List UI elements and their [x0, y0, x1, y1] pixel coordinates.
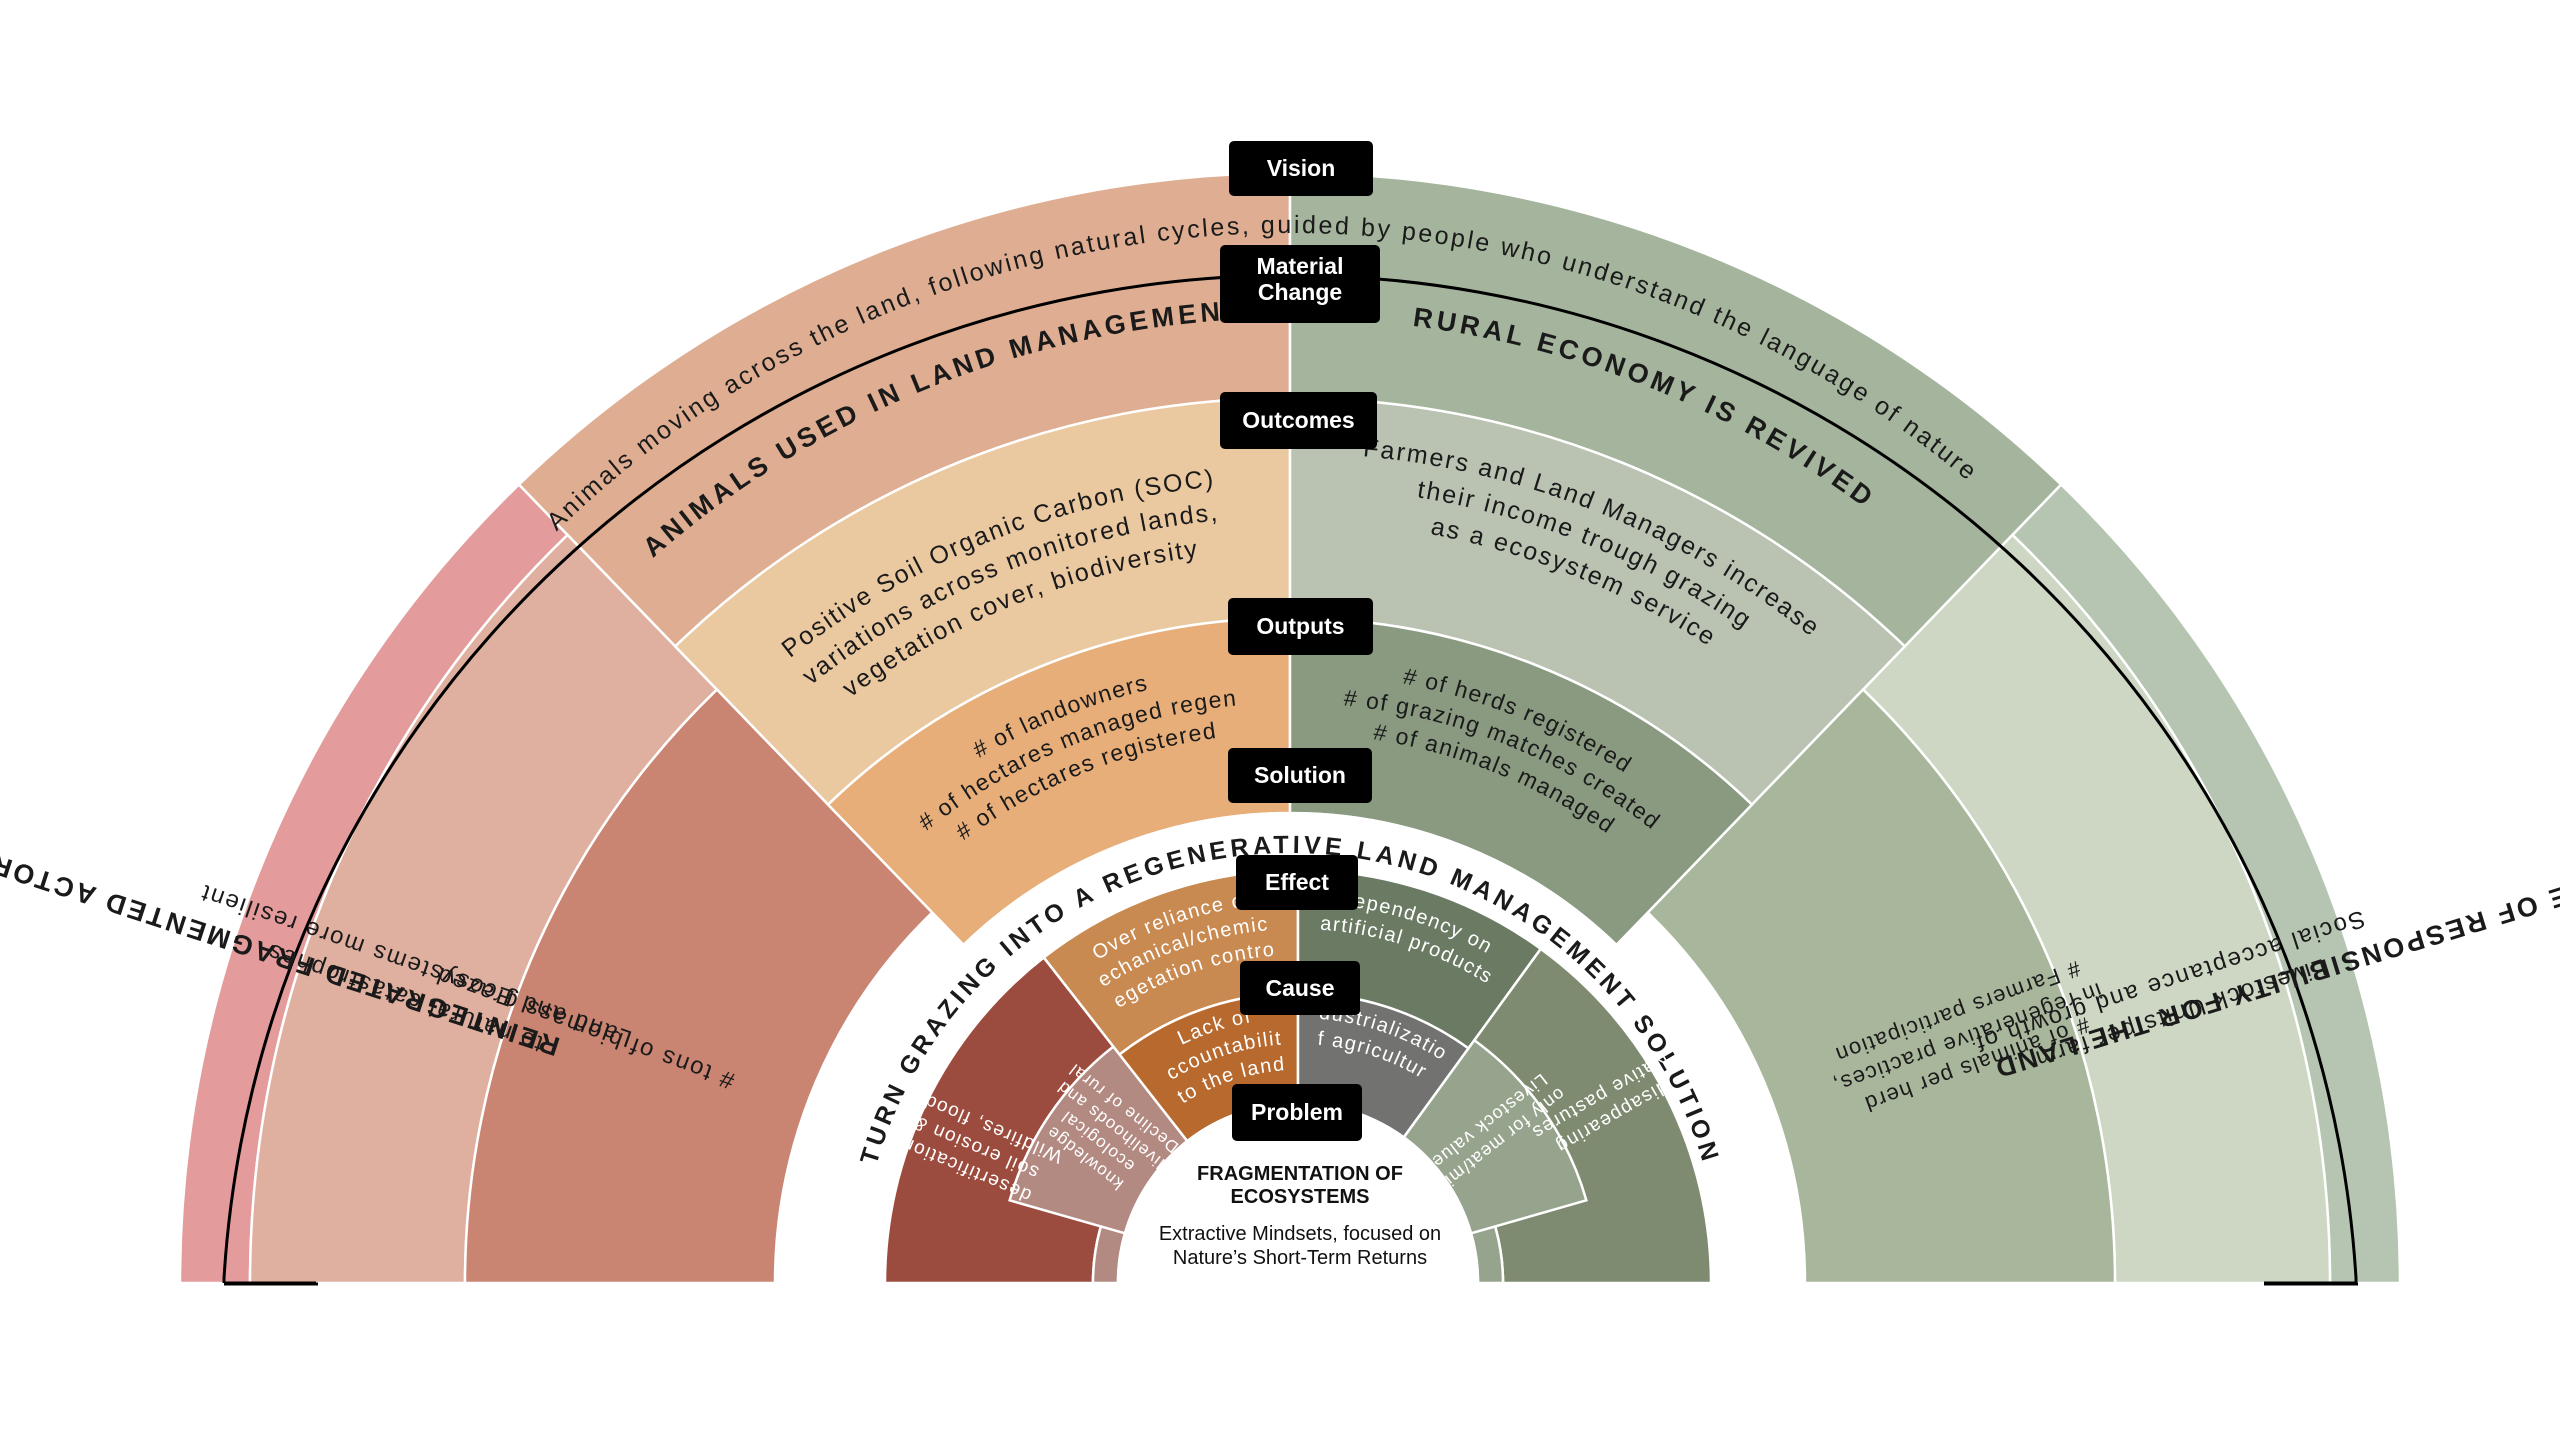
effect-badge: Effect — [1236, 855, 1358, 910]
outputs-badge: Outputs — [1228, 598, 1373, 655]
problem-badge: Problem — [1232, 1084, 1362, 1141]
problem-subtitle: Extractive Mindsets, focused on Nature’s… — [1158, 1223, 1442, 1269]
material-change-badge: Material Change — [1220, 245, 1380, 323]
sector-outputs-far-right — [1645, 687, 2117, 1285]
vision-badge: Vision — [1229, 141, 1373, 196]
sector-outputs-far-left — [463, 687, 935, 1285]
problem-title: FRAGMENTATION OF ECOSYSTEMS — [1197, 1163, 1403, 1208]
cause-badge: Cause — [1240, 961, 1360, 1015]
outcomes-badge: Outcomes — [1220, 392, 1377, 449]
solution-badge: Solution — [1228, 748, 1372, 803]
